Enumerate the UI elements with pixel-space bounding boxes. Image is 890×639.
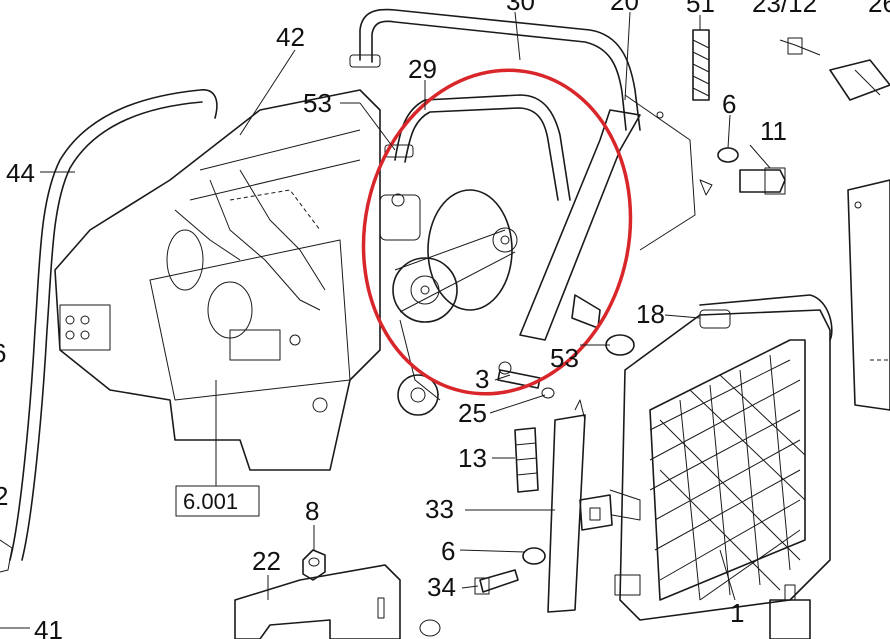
spacer-13 bbox=[514, 427, 539, 493]
callout-41: 41 bbox=[34, 615, 63, 639]
reference-box: 6.001 bbox=[175, 380, 260, 517]
bolt-34 bbox=[474, 547, 546, 595]
leader-lines bbox=[0, 11, 771, 629]
callout-3: 3 bbox=[475, 364, 489, 394]
hose-44 bbox=[0, 89, 218, 573]
bolt-11 bbox=[717, 147, 786, 195]
callout-1: 1 bbox=[730, 598, 744, 628]
callout-30: 30 bbox=[506, 0, 535, 16]
fuel-filter bbox=[779, 37, 890, 101]
callout-42: 42 bbox=[276, 22, 305, 52]
engine-block bbox=[54, 89, 381, 471]
callout-44: 44 bbox=[6, 158, 35, 188]
callout-8: 8 bbox=[305, 496, 319, 526]
callout-34: 34 bbox=[427, 572, 456, 602]
belt-guard-20 bbox=[519, 94, 713, 341]
callout-22: 22 bbox=[252, 546, 281, 576]
radiator bbox=[614, 294, 833, 621]
callout-53-top: 53 bbox=[303, 88, 332, 118]
bolt-3 bbox=[497, 361, 555, 399]
nut-8 bbox=[302, 549, 326, 581]
part-22 bbox=[234, 564, 441, 639]
callout-51: 51 bbox=[686, 0, 715, 18]
callout-53-low: 53 bbox=[550, 343, 579, 373]
callout-25: 25 bbox=[458, 398, 487, 428]
highlight-ellipse bbox=[361, 68, 633, 396]
callout-23-12: 23/12 bbox=[752, 0, 817, 18]
callout-13: 13 bbox=[458, 443, 487, 473]
callout-20: 20 bbox=[610, 0, 639, 16]
right-bracket bbox=[847, 179, 890, 411]
callout-18: 18 bbox=[636, 299, 665, 329]
callout-11: 11 bbox=[760, 116, 787, 146]
alternator-assembly bbox=[379, 189, 518, 416]
callout-2: 2 bbox=[0, 481, 8, 511]
callout-33: 33 bbox=[425, 494, 454, 524]
callout-6-left: 6 bbox=[0, 338, 6, 368]
strip-51 bbox=[692, 29, 710, 101]
rod-33 bbox=[547, 399, 586, 613]
reference-label: 6.001 bbox=[183, 489, 238, 514]
bottom-filter bbox=[769, 584, 811, 639]
hose-29 bbox=[349, 8, 641, 201]
callout-6-low: 6 bbox=[441, 536, 455, 566]
slot-bracket bbox=[579, 489, 641, 531]
callout-29: 29 bbox=[408, 54, 437, 84]
callout-6-top: 6 bbox=[722, 89, 736, 119]
callout-26: 26 bbox=[868, 0, 890, 18]
